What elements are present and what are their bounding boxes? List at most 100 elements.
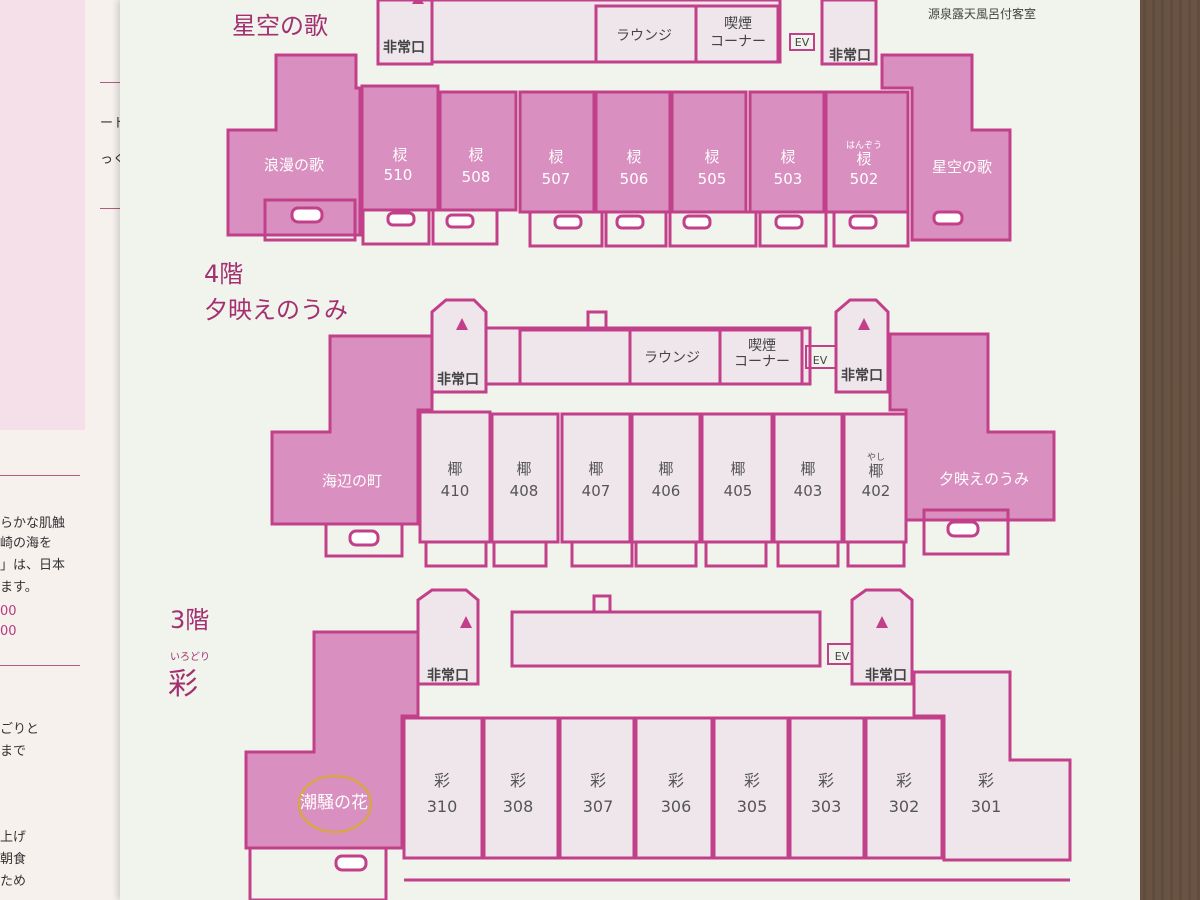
suite-room (880, 53, 1012, 242)
room-number: 406 (652, 482, 681, 500)
left-page-text: 上げ (0, 830, 27, 845)
room-kanji: 棂 (856, 150, 871, 168)
room-number: 510 (384, 166, 413, 184)
left-page-text: 」は、日本 (0, 558, 66, 573)
left-page-rule (0, 475, 80, 476)
floor-5-title: 星空の歌 (232, 12, 328, 40)
room-number: 310 (427, 797, 458, 816)
left-page-rule (0, 665, 80, 666)
room-kanji: 彩 (818, 771, 834, 790)
exit-label: 非常口 (437, 371, 479, 388)
left-page-text: ごりと (0, 722, 40, 737)
exit-label: 非常口 (865, 667, 907, 684)
room-kanji: 彩 (744, 771, 760, 790)
suite-label: 潮騒の花 (300, 793, 368, 813)
room-kanji: 椰 (800, 460, 815, 478)
floor-3-ruby: いろどり (170, 651, 210, 663)
floor-5-rooms: 棂 510 棂 508 棂 507 棂 506 棂 505 棂 503 はんぞう 棂 502 (384, 140, 882, 188)
room-kanji: 椰 (516, 460, 531, 478)
legend-text: 源泉露天風呂付客室 (928, 6, 1036, 21)
exit-label: 非常口 (841, 367, 883, 384)
smoking-label: 喫煙 (748, 338, 776, 354)
room-kanji: 椰 (658, 460, 673, 478)
room-kanji: 椰 (730, 460, 745, 478)
room-kanji: 彩 (896, 771, 912, 790)
left-page-text: ため (0, 874, 27, 889)
exit-label: 非常口 (829, 47, 871, 64)
room-kanji: 彩 (978, 771, 994, 790)
lounge-label: ラウンジ (616, 28, 672, 44)
exit-arrows (412, 0, 888, 628)
ev-label: EV (835, 650, 850, 663)
lounge-label: ラウンジ (644, 350, 700, 366)
room-number: 505 (698, 170, 727, 188)
suite-label: 海辺の町 (322, 472, 382, 490)
room-kanji: 彩 (510, 771, 526, 790)
room-number: 403 (794, 482, 823, 500)
room-kanji: 棂 (626, 148, 641, 166)
room-number: 410 (441, 482, 470, 500)
room-kanji: 棂 (392, 146, 407, 164)
room-number: 408 (510, 482, 539, 500)
room-kanji: 彩 (434, 771, 450, 790)
floor-4-plan (270, 298, 1056, 568)
room-number: 503 (774, 170, 803, 188)
room-number: 502 (850, 170, 879, 188)
left-page-text: 00 (0, 624, 17, 639)
room-kanji: 彩 (590, 771, 606, 790)
left-page-text: ます。 (0, 580, 38, 595)
room-ruby: やし (867, 452, 885, 463)
room-number: 307 (583, 797, 614, 816)
room-kanji: 椰 (868, 462, 883, 480)
left-page-pink-panel (0, 0, 85, 430)
room-kanji: 椰 (447, 460, 462, 478)
room-kanji: 棂 (468, 146, 483, 164)
room-number: 302 (889, 797, 920, 816)
ev-label: EV (795, 36, 810, 49)
room-number: 305 (737, 797, 768, 816)
suite-label: 夕映えのうみ (939, 470, 1029, 488)
floor-4-label: 4階 (204, 260, 243, 288)
room-number: 303 (811, 797, 842, 816)
suite-room (226, 53, 362, 237)
room-number: 507 (542, 170, 571, 188)
room-number: 506 (620, 170, 649, 188)
floor-4-title: 夕映えのうみ (204, 296, 348, 324)
left-page-text: 00 (0, 604, 17, 619)
floor-titles: 星空の歌 4階 夕映えのうみ 3階 彩 (168, 12, 348, 702)
room-kanji: 棂 (780, 148, 795, 166)
room-number: 402 (862, 482, 891, 500)
floor-5-plan (226, 0, 1012, 248)
exit-label: 非常口 (383, 39, 425, 56)
smoking-label: コーナー (734, 354, 790, 370)
suite-label: 星空の歌 (932, 158, 992, 176)
exit-label: 非常口 (427, 667, 469, 684)
room-number: 306 (661, 797, 692, 816)
suite-labels: 浪漫の歌 星空の歌 海辺の町 夕映えのうみ 潮騒の花 (264, 156, 1029, 813)
room-kanji: 棂 (704, 148, 719, 166)
left-page-text: 崎の海を (0, 536, 53, 551)
room-kanji: 彩 (668, 771, 684, 790)
smoking-label: コーナー (710, 34, 766, 50)
floor-3-label: 3階 (170, 606, 209, 634)
handwritten-circle (297, 774, 373, 834)
ev-label: EV (813, 354, 828, 367)
left-page-text: 朝食 (0, 852, 27, 867)
left-page-text: まで (0, 744, 27, 759)
left-page-text: らかな肌触 (0, 516, 66, 531)
floor-3-title: 彩 (168, 667, 198, 702)
room-ruby: はんぞう (846, 140, 882, 151)
room-number: 508 (462, 168, 491, 186)
floor-3-rooms: 彩 310 彩 308 彩 307 彩 306 彩 305 彩 303 彩 302 彩 301 (427, 771, 1002, 816)
common-areas: ラウンジ 喫煙 コーナー EV 非常口 非常口 ラウンジ 喫煙 コーナー EV … (383, 16, 907, 684)
room-number: 407 (582, 482, 611, 500)
smoking-label: 喫煙 (724, 16, 752, 32)
room-number: 301 (971, 797, 1002, 816)
room-kanji: 棂 (548, 148, 563, 166)
suite-label: 浪漫の歌 (264, 156, 324, 174)
floor-3-plan (244, 588, 1072, 900)
room-kanji: 椰 (588, 460, 603, 478)
room-number: 308 (503, 797, 534, 816)
